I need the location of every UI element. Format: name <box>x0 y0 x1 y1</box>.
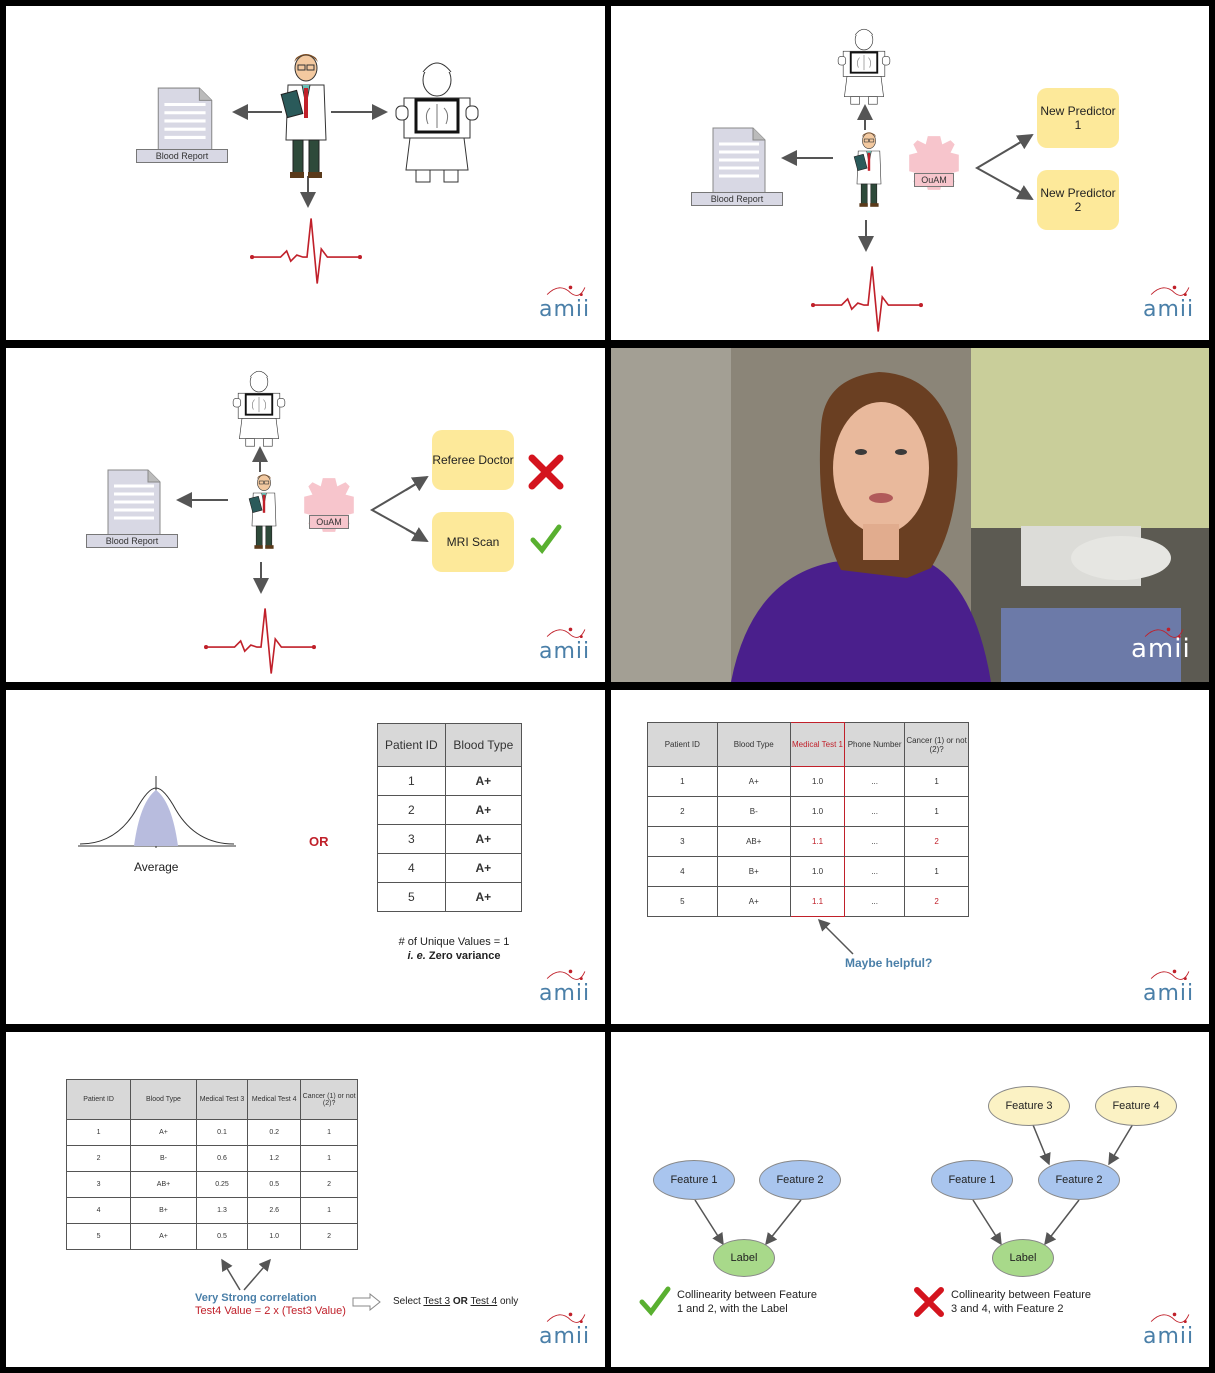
slide-new-predictors: Blood Report OuAM New Predictor 1 New Pr… <box>611 6 1209 340</box>
normal-curve-icon <box>78 776 236 848</box>
new-predictor-1-box: New Predictor 1 <box>1037 88 1119 148</box>
slide-maybe-helpful: Patient ID Blood Type Medical Test 1 Pho… <box>611 690 1209 1024</box>
table-header: Phone Number <box>844 722 906 767</box>
doctor-icon <box>246 472 282 550</box>
feature-4-node: Feature 4 <box>1095 1086 1177 1126</box>
table-header: Medical Test 3 <box>195 1079 249 1120</box>
diagram-arrows <box>176 446 429 594</box>
cross-icon <box>528 454 564 490</box>
slide-collinearity: Feature 1 Feature 2 Label Collinearity b… <box>611 1032 1209 1367</box>
amii-logo: amii <box>1143 282 1193 322</box>
label-node: Label <box>713 1239 775 1277</box>
slide-strong-correlation: Patient ID Blood Type Medical Test 3 Med… <box>6 1032 605 1367</box>
left-caption: Collinearity between Feature 1 and 2, wi… <box>677 1289 818 1315</box>
gear-label: OuAM <box>914 173 954 187</box>
feature-2-node: Feature 2 <box>759 1160 841 1200</box>
or-label: OR <box>309 834 329 849</box>
mri-scan-box: MRI Scan <box>432 512 514 572</box>
unique-values-note: # of Unique Values = 1 <box>398 936 510 948</box>
slide-referee-vs-mri: Blood Report OuAM Referee Doctor MRI Sca… <box>6 348 605 682</box>
check-icon <box>530 524 562 554</box>
diagram-arrows <box>232 104 388 208</box>
amii-logo: amii <box>1131 624 1191 664</box>
feature-2-node-right: Feature 2 <box>1038 1160 1120 1200</box>
diagram-arrows <box>781 104 1034 252</box>
blood-report-label: Blood Report <box>86 534 178 548</box>
doctor-icon <box>276 50 336 180</box>
select-test-note: Select Test 3 OR Test 4 only <box>393 1296 519 1307</box>
hollow-arrow-icon <box>352 1293 381 1311</box>
slide-doctor-inputs: Blood Report amii <box>6 6 605 340</box>
blood-report-icon <box>709 126 769 196</box>
ecg-icon <box>250 216 362 288</box>
ecg-icon <box>811 264 923 336</box>
feature-1-node: Feature 1 <box>653 1160 735 1200</box>
doctor-icon <box>851 130 887 208</box>
correlation-title: Very Strong correlation <box>195 1292 317 1304</box>
blood-report-icon <box>104 468 164 538</box>
gear-label: OuAM <box>309 515 349 529</box>
presenter-scene-image <box>611 348 1209 682</box>
graph-edges <box>694 1119 1134 1246</box>
check-icon <box>639 1286 671 1316</box>
table-header: Patient ID <box>65 1079 132 1120</box>
label-node-right: Label <box>992 1239 1054 1277</box>
correlated-tests-table: Patient ID Blood Type Medical Test 3 Med… <box>65 1079 358 1250</box>
feature-1-node-right: Feature 1 <box>931 1160 1013 1200</box>
amii-logo: amii <box>539 1309 589 1349</box>
medical-test-table: Patient ID Blood Type Medical Test 1 Pho… <box>647 722 969 917</box>
table-header: Cancer (1) or not (2)? <box>904 722 969 767</box>
amii-logo: amii <box>1143 966 1193 1006</box>
blood-report-icon <box>154 86 216 158</box>
table-header: Medical Test 4 <box>247 1079 302 1120</box>
amii-logo: amii <box>539 966 589 1006</box>
table-header: Patient ID <box>377 723 446 767</box>
blood-report-label: Blood Report <box>691 192 783 206</box>
ecg-icon <box>204 606 316 678</box>
correlation-formula: Test4 Value = 2 x (Test3 Value) <box>195 1305 346 1317</box>
blood-report-label: Blood Report <box>136 149 228 163</box>
maybe-helpful-callout: Maybe helpful? <box>845 956 933 970</box>
patient-xray-icon <box>392 58 482 188</box>
feature-3-node: Feature 3 <box>988 1086 1070 1126</box>
amii-logo: amii <box>539 624 589 664</box>
right-caption: Collinearity between Feature 3 and 4, wi… <box>951 1289 1092 1315</box>
table-header: Patient ID <box>647 722 718 767</box>
patient-xray-icon <box>835 26 893 108</box>
new-predictor-2-box: New Predictor 2 <box>1037 170 1119 230</box>
table-header: Blood Type <box>444 723 523 767</box>
correlation-arrows <box>221 1258 271 1291</box>
amii-logo: amii <box>539 282 589 322</box>
callout-arrow <box>817 918 854 955</box>
average-label: Average <box>134 860 179 874</box>
table-header: Cancer (1) or not (2)? <box>300 1079 358 1120</box>
slide-presenter-video: amii <box>611 348 1209 682</box>
patient-xray-icon <box>230 368 288 450</box>
cross-icon <box>914 1287 944 1317</box>
table-header: Medical Test 1 <box>789 722 846 767</box>
table-header: Blood Type <box>716 722 791 767</box>
zero-variance-note: i. e. Zero variance <box>407 950 501 962</box>
amii-logo: amii <box>1143 1309 1193 1349</box>
table-header: Blood Type <box>130 1079 197 1120</box>
referee-doctor-box: Referee Doctor <box>432 430 514 490</box>
